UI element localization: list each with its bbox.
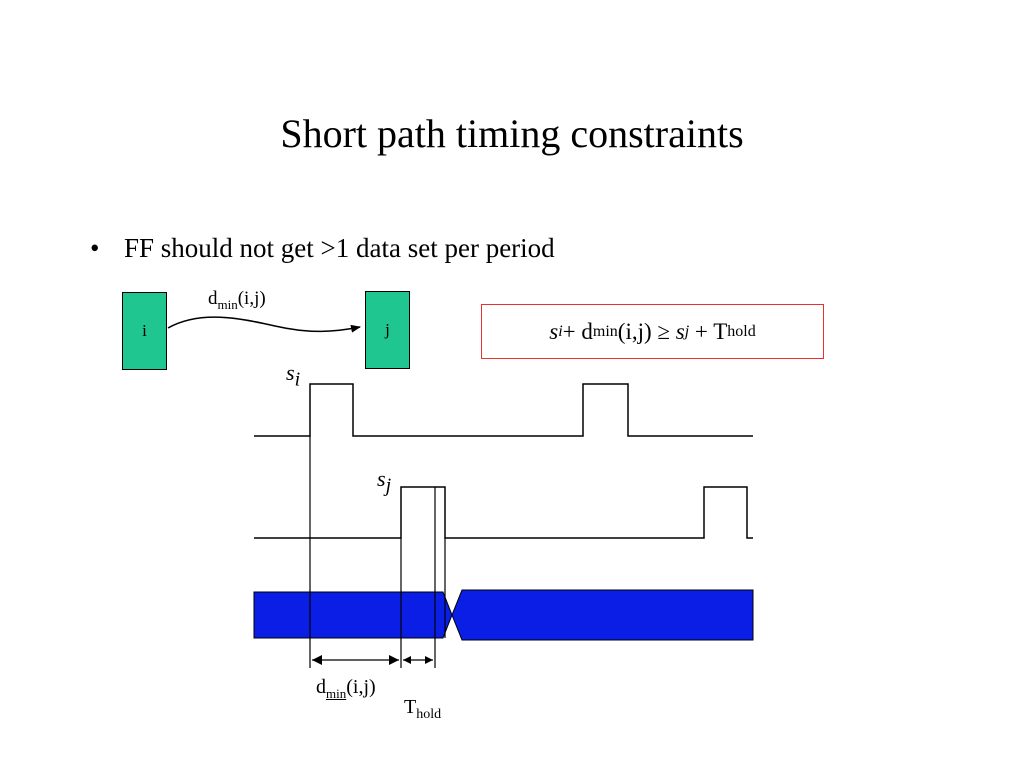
thold-t: T (404, 696, 417, 718)
clock-waveform-sj (254, 486, 753, 539)
dmin-arrowhead-right (389, 655, 399, 665)
dmin-arrowhead-left (312, 655, 322, 665)
formula-sub-i: i (558, 322, 563, 340)
formula-plus-d: + d (562, 318, 593, 344)
data-bus-second (451, 589, 754, 641)
formula-s-j: s (675, 318, 685, 344)
dmin-sub: min (326, 686, 347, 701)
signal-label-si: si (286, 360, 300, 391)
flip-flop-j: j (365, 291, 410, 369)
dmin-d: d (316, 676, 326, 698)
sj-sub: j (385, 474, 392, 497)
dmin-args: (i,j) (346, 676, 376, 698)
path-label-sub: min (217, 296, 238, 312)
sj-s: s (377, 466, 386, 491)
formula-sub-min: min (592, 322, 618, 340)
formula-sub-hold: hold (727, 322, 756, 340)
signal-label-sj: sj (377, 466, 391, 497)
path-wire (167, 316, 361, 333)
si-sub: i (294, 368, 301, 391)
path-delay-label: dmin(i,j) (208, 288, 266, 313)
thold-sub: hold (416, 707, 442, 722)
si-s: s (286, 360, 295, 385)
flip-flop-j-label: j (385, 320, 390, 339)
path-label-args: (i,j) (237, 288, 266, 309)
thold-arrowhead-right (425, 656, 433, 664)
formula-s-i: s (549, 318, 559, 344)
formula-sub-j: j (684, 322, 690, 340)
flip-flop-i-label: i (142, 321, 147, 340)
formula-plus-t: + T (689, 318, 728, 344)
slide-title: Short path timing constraints (280, 111, 744, 156)
formula-args-geq: (i,j) ≥ (617, 318, 676, 344)
data-bus-first (253, 591, 453, 639)
bullet-symbol: • (90, 233, 100, 263)
thold-arrowhead-left (403, 656, 411, 664)
dmin-annotation: dmin(i,j) (316, 676, 376, 702)
bullet-text: FF should not get >1 data set per period (124, 233, 555, 263)
flip-flop-i: i (122, 292, 167, 370)
path-label-d: d (208, 288, 218, 309)
clock-waveform-si (254, 383, 753, 437)
thold-annotation: Thold (404, 696, 441, 723)
bullet-item: • FF should not get >1 data set per perio… (90, 230, 555, 266)
